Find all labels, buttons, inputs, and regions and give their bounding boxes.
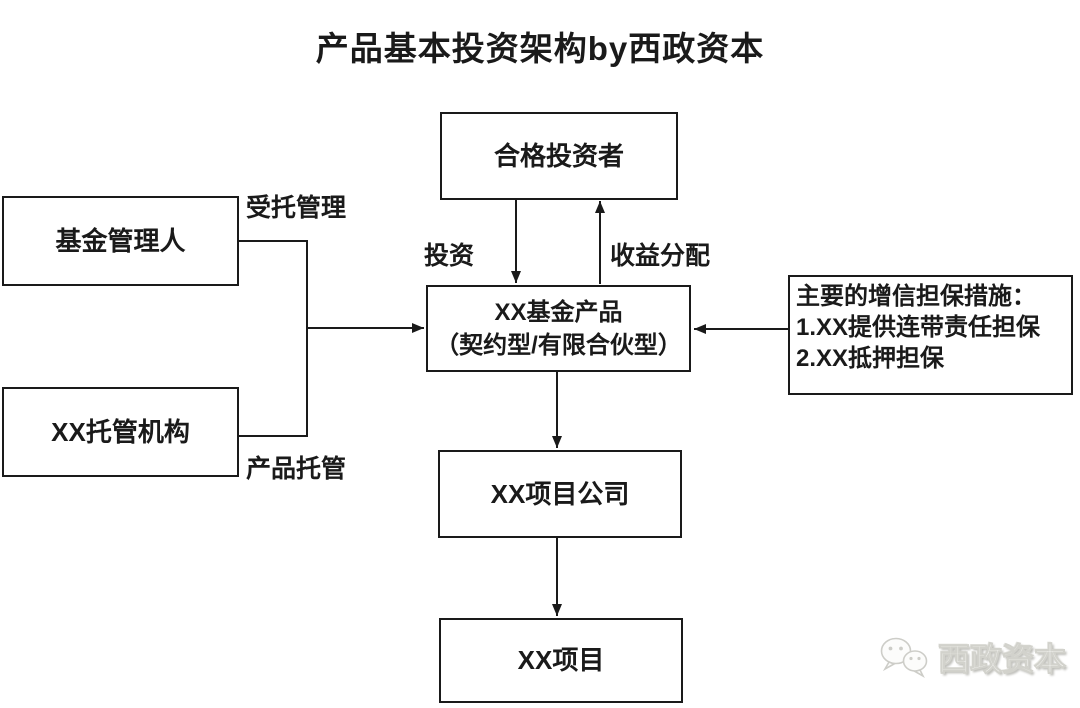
edge-label-income-distribution: 收益分配 [610,242,711,270]
node-fund-manager: 基金管理人 [2,196,239,286]
guarantee-item-1: 1.XX提供连带责任担保 [796,314,1041,341]
node-qualified-investor: 合格投资者 [440,112,678,200]
diagram-title: 产品基本投资架构by西政资本 [315,30,765,67]
node-custodian: XX托管机构 [2,387,239,477]
node-qualified-investor-label: 合格投资者 [493,140,624,171]
watermark: 西政资本 [878,634,1067,680]
edge-label-investment: 投资 [424,242,475,270]
guarantee-heading: 主要的增信担保措施： [796,283,1036,310]
guarantee-item-2: 2.XX抵押担保 [796,345,945,372]
edge-label-entrusted-management: 受托管理 [246,194,347,222]
node-guarantee-measures: 主要的增信担保措施： 1.XX提供连带责任担保 2.XX抵押担保 [788,275,1073,395]
wechat-logo-icon [880,637,928,678]
node-fund-product-label-line2: （契约型/有限合伙型） [435,331,682,359]
node-custodian-label: XX托管机构 [51,416,190,447]
node-project-company-label: XX项目公司 [490,478,630,509]
node-fund-product-label-line1: XX基金产品 [494,298,623,326]
node-project-label: XX项目 [517,645,605,676]
node-project-company: XX项目公司 [438,450,682,538]
watermark-brand-text: 西政资本 [937,641,1067,678]
edge-label-product-custody: 产品托管 [246,455,347,483]
node-project: XX项目 [439,618,683,703]
node-fund-product: XX基金产品 （契约型/有限合伙型） [426,285,691,372]
node-fund-manager-label: 基金管理人 [55,225,186,256]
edge-manager-custodian-bracket [239,240,308,437]
